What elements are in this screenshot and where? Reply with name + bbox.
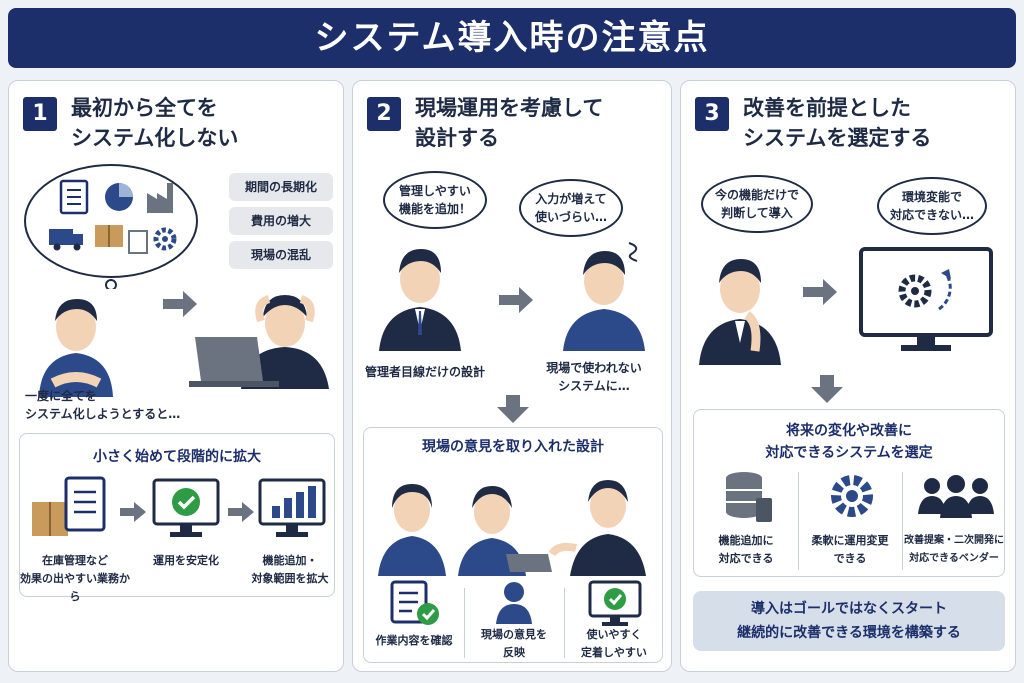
step-number-3: 3 — [695, 97, 729, 131]
small-start-title: 小さく始めて段階的に拡大 — [93, 449, 261, 465]
monitor-check-icon — [588, 580, 642, 626]
summary-banner: 導入はゴールではなくスタート継続的に改善できる環境を構築する — [693, 591, 1005, 651]
thought-cloud-icons — [24, 164, 198, 289]
divider — [564, 588, 565, 658]
monitor-check-icon — [152, 478, 220, 537]
page-title: システム導入時の注意点 — [8, 8, 1016, 68]
issue-tag-1: 期間の長期化 — [229, 173, 333, 201]
gear-icon — [153, 227, 177, 251]
thinking-man-illustration — [699, 259, 781, 365]
issue-tag-2: 費用の増大 — [229, 207, 333, 235]
divider — [798, 472, 799, 570]
step-number-1: 1 — [23, 97, 57, 131]
thought-bubble-field: 入力が増えて使いづらい… — [519, 179, 623, 237]
arrow-down-icon — [497, 395, 529, 423]
item-caption-3: 使いやすく定着しやすい — [581, 628, 647, 659]
column-3: 3 改善を前提としたシステムを選定する 今の機能だけで判断して導入 環境変能で対… — [680, 80, 1016, 672]
column-2-title: 現場運用を考慮して設計する — [415, 96, 604, 150]
column-1: 1 最初から全てをシステム化しない 期間の長期化 費用の増大 現場の混乱 — [8, 80, 344, 672]
step-caption-2: 運用を安定化 — [153, 554, 219, 567]
future-ready-title: 将来の変化や改善に対応できるシステムを選定 — [765, 423, 933, 461]
step-number-2: 2 — [367, 97, 401, 131]
column-1-caption: 一度に全てをシステム化しようとすると… — [25, 389, 181, 421]
feature-caption-1: 機能追加に対応できる — [718, 534, 774, 565]
field-input-panel: 現場の意見を取り入れた設計 作業内容を確認 — [363, 427, 663, 663]
thought-bubble-future: 環境変能で対応できない… — [877, 177, 987, 235]
feature-caption-2: 柔軟に運用変更できる — [811, 534, 889, 565]
team-icon — [918, 475, 994, 518]
arrow-right-icon — [120, 502, 146, 522]
step-caption-3: 機能追加・対象範囲を拡大 — [251, 554, 329, 585]
feature-caption-3: 改善提案・二次開発に対応できるベンダー — [904, 535, 1004, 564]
person-icon — [496, 582, 532, 624]
field-input-title: 現場の意見を取り入れた設計 — [422, 439, 604, 455]
frustrated-worker-illustration — [563, 242, 645, 351]
truck-icon — [49, 229, 83, 251]
item-caption-1: 作業内容を確認 — [375, 634, 453, 647]
column-1-title: 最初から全てをシステム化しない — [71, 96, 239, 150]
step-caption-1: 在庫管理など効果の出やすい業務から — [20, 554, 130, 603]
checklist-icon — [59, 179, 89, 215]
issue-tag-3: 現場の混乱 — [229, 241, 333, 269]
small-start-panel: 小さく始めて段階的に拡大 在庫管理など効果の出やすい業務から 運用を安定化 機能… — [19, 433, 335, 603]
pie-chart-icon — [105, 183, 133, 211]
divider — [464, 588, 465, 658]
checklist-check-icon — [390, 580, 439, 625]
thought-bubble-admin: 管理しやすい機能を追加！ — [383, 171, 487, 229]
document-icon — [128, 230, 148, 254]
worried-man-illustration — [39, 299, 113, 397]
database-icon — [726, 472, 772, 522]
column-3-title: 改善を前提としたシステムを選定する — [743, 96, 932, 150]
thought-bubble-current: 今の機能だけで判断して導入 — [701, 175, 813, 233]
admin-caption: 管理者目線だけの設計 — [365, 365, 486, 379]
future-ready-panel: 将来の変化や改善に対応できるシステムを選定 機能追加に対応できる 柔軟に運用変更… — [693, 409, 1005, 577]
arrow-right-icon — [228, 502, 254, 522]
item-caption-2: 現場の意見を反映 — [481, 628, 547, 659]
inventory-checklist-icon — [32, 476, 106, 536]
field-caption: 現場で使われないシステムに… — [546, 361, 642, 393]
arrow-right-icon — [499, 287, 533, 313]
arrow-down-icon — [811, 375, 843, 403]
factory-icon — [147, 183, 173, 213]
arrow-right-icon — [803, 279, 837, 305]
divider — [902, 472, 903, 570]
stressed-man-laptop-illustration — [189, 295, 329, 389]
monitor-bar-chart-icon — [258, 478, 326, 537]
monitor-gear-icon — [859, 247, 993, 351]
gear-icon — [831, 475, 873, 517]
manager-illustration — [379, 249, 461, 351]
arrow-right-icon — [163, 291, 197, 317]
box-icon — [95, 225, 123, 247]
meeting-illustration — [378, 480, 646, 576]
column-2: 2 現場運用を考慮して設計する 管理しやすい機能を追加！ 入力が増えて使いづらい… — [352, 80, 672, 672]
